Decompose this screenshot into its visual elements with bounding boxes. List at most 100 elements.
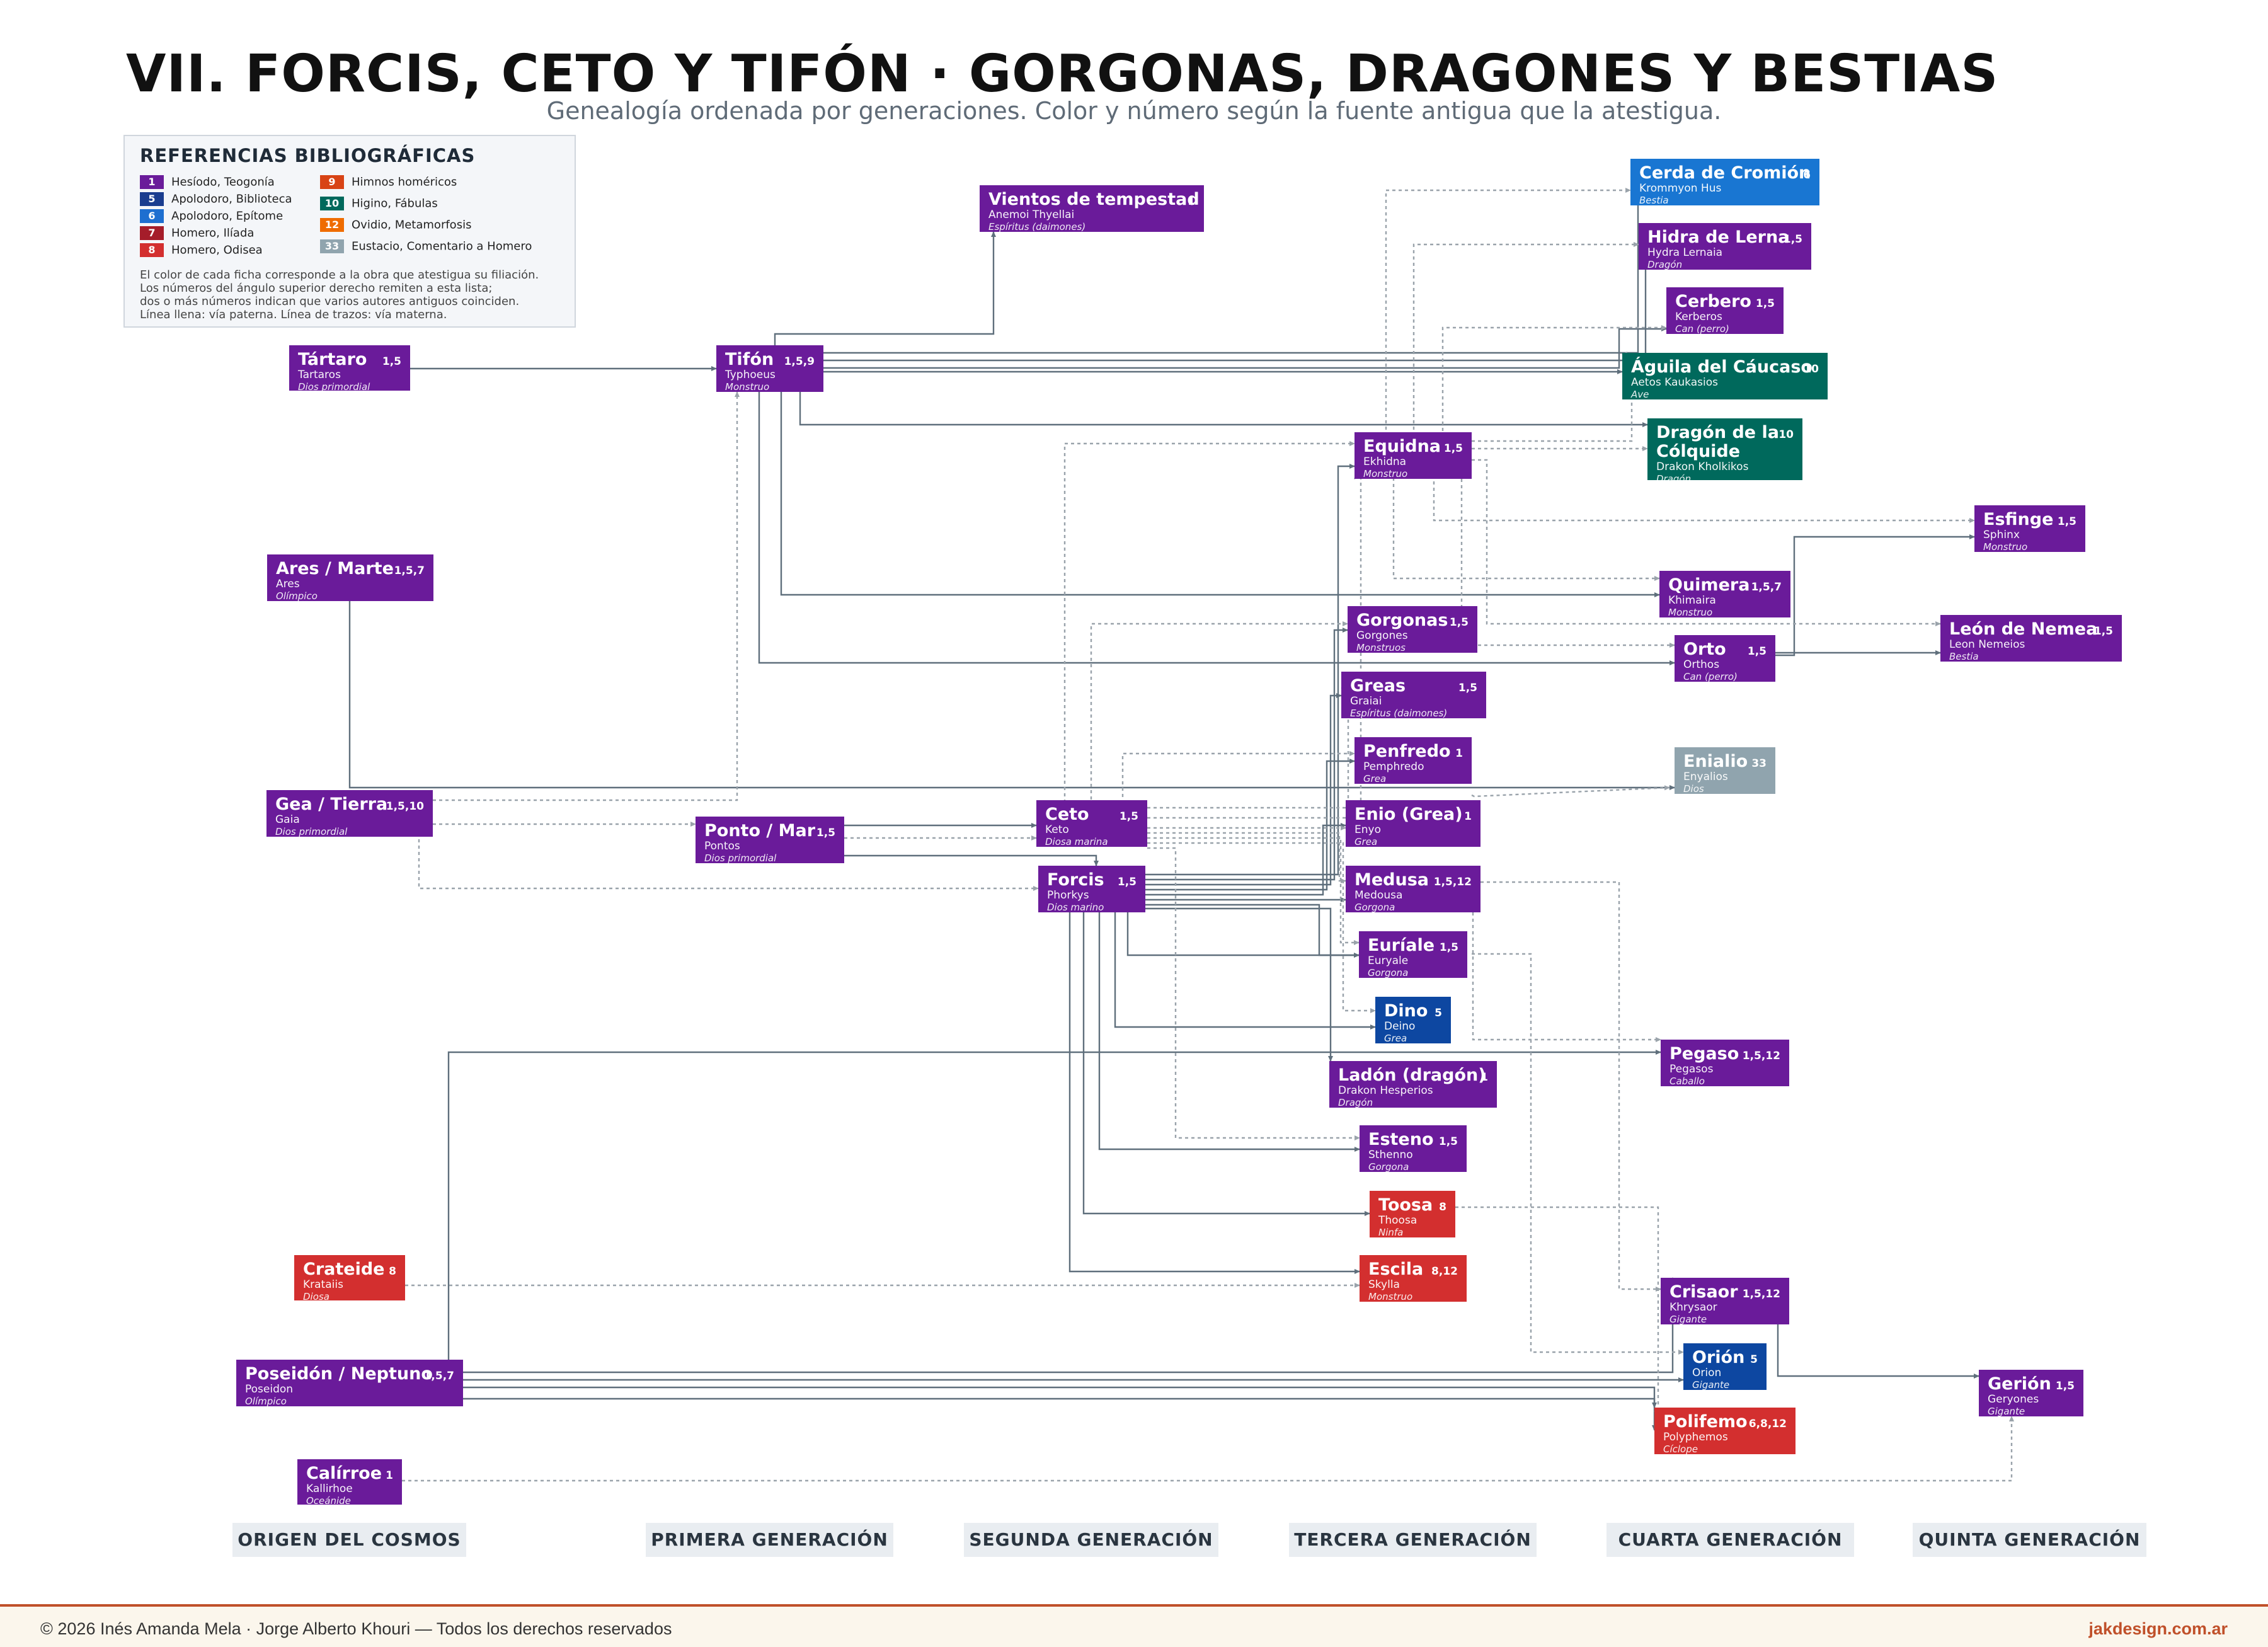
maternal-link xyxy=(1480,881,1661,1292)
node-role: Diosa xyxy=(303,1291,329,1300)
node-greek-name: Leon Nemeios xyxy=(1949,638,2025,651)
node-role: Ninfa xyxy=(1378,1227,1404,1237)
legend-label: Himnos homéricos xyxy=(352,175,457,189)
legend-item: 5 Apolodoro, Biblioteca xyxy=(140,192,292,209)
node-role: Grea xyxy=(1354,836,1378,847)
copyright-text: © 2026 Inés Amanda Mela · Jorge Alberto … xyxy=(40,1619,672,1638)
node-greek-name: Krommyon Hus xyxy=(1639,182,1722,195)
node-role: Gorgona xyxy=(1368,1161,1409,1172)
paternal-link xyxy=(1145,464,1355,876)
generation-label-primera: PRIMERA GENERACIÓN xyxy=(646,1523,893,1557)
node-name: Quimera xyxy=(1668,575,1750,595)
node-greek-name: Krataiis xyxy=(303,1278,343,1291)
node-greek-name: Phorkys xyxy=(1047,889,1089,902)
footer: © 2026 Inés Amanda Mela · Jorge Alberto … xyxy=(0,1607,2268,1647)
source-numbers: 1,5,12 xyxy=(1433,876,1472,888)
node-greek-name: Drakon Hesperios xyxy=(1338,1084,1433,1097)
source-numbers: 1,5 xyxy=(2057,515,2076,528)
node-name: Poseidón / Neptuno xyxy=(245,1364,433,1384)
node-greek-name: Aetos Kaukasios xyxy=(1631,376,1718,389)
legend-label: Apolodoro, Biblioteca xyxy=(171,192,292,206)
legend-label: Homero, Ilíada xyxy=(171,226,255,240)
node-name: Euríale xyxy=(1368,936,1435,955)
maternal-link xyxy=(433,391,740,801)
node-role: Monstruos xyxy=(1356,642,1406,653)
node-name: Crateide xyxy=(303,1260,385,1279)
maternal-link xyxy=(1147,686,1349,819)
paternal-link xyxy=(844,854,1099,866)
node-role: Oceánide xyxy=(306,1495,351,1505)
maternal-link xyxy=(1147,468,1362,809)
node-name: Gorgonas xyxy=(1356,611,1448,630)
generation-label-origen: ORIGEN DEL COSMOS xyxy=(232,1523,466,1557)
source-numbers: 1,5 xyxy=(2055,1380,2075,1392)
node-name: Esteno xyxy=(1368,1130,1434,1149)
legend-item: 9 Himnos homéricos xyxy=(320,175,457,192)
node-name: Greas xyxy=(1350,676,1406,696)
legend-swatch: 9 xyxy=(320,175,344,189)
node-name: Calírroe xyxy=(306,1464,382,1483)
source-numbers: 1,5,9 xyxy=(784,355,815,368)
node-greek-name: Gorgones xyxy=(1356,629,1408,642)
paternal-link xyxy=(1145,693,1342,886)
source-numbers: 1,5,7 xyxy=(423,1370,454,1382)
node-greek-name: Typhoeus xyxy=(725,369,776,381)
node-greek-name: Sphinx xyxy=(1983,529,2020,541)
legend-note: El color de cada ficha corresponde a la … xyxy=(140,268,539,282)
legend-title: REFERENCIAS BIBLIOGRÁFICAS xyxy=(140,145,476,166)
site-link[interactable]: jakdesign.com.ar xyxy=(2088,1619,2228,1638)
legend-swatch: 7 xyxy=(140,226,164,240)
node-greek-name: Keto xyxy=(1045,824,1069,836)
node-name: Enialio xyxy=(1683,752,1748,771)
maternal-link xyxy=(1121,751,1355,824)
paternal-link xyxy=(1145,628,1348,881)
source-numbers: 1,5 xyxy=(1458,682,1477,694)
node-greek-name: Hydra Lernaia xyxy=(1647,246,1723,259)
legend-notes: El color de cada ficha corresponde a la … xyxy=(140,268,559,321)
footer-divider xyxy=(0,1604,2268,1607)
generation-label-quinta: QUINTA GENERACIÓN xyxy=(1913,1523,2146,1557)
node-greek-name: Ares xyxy=(276,578,300,590)
node-greek-name: Medousa xyxy=(1354,889,1403,902)
source-numbers: 1,5 xyxy=(1755,297,1775,310)
node-role: Monstruo xyxy=(1363,468,1408,479)
node-role: Monstruo xyxy=(725,381,770,392)
source-numbers: 6 xyxy=(1803,169,1811,181)
paternal-link xyxy=(463,1397,1657,1431)
node-greek-name: Khimaira xyxy=(1668,594,1716,607)
paternal-link xyxy=(1145,823,1346,896)
node-role: Dragón xyxy=(1338,1097,1373,1108)
source-numbers: 1,5,12 xyxy=(1742,1050,1780,1062)
node-role: Gorgona xyxy=(1368,967,1409,978)
legend-swatch: 5 xyxy=(140,192,164,206)
maternal-link xyxy=(1460,462,1675,648)
paternal-link xyxy=(1114,912,1376,1030)
legend-swatch: 8 xyxy=(140,243,164,257)
node-greek-name: Gaia xyxy=(275,813,300,826)
node-name: Tártaro xyxy=(298,350,367,369)
node-role: Olímpico xyxy=(276,590,318,601)
source-numbers: 8 xyxy=(1439,1201,1446,1214)
source-numbers: 1,5,7 xyxy=(1751,581,1782,594)
source-numbers: 1 xyxy=(1455,747,1463,760)
node-greek-name: Thoosa xyxy=(1378,1214,1418,1227)
node-name: Hidra de Lerna xyxy=(1647,227,1790,247)
